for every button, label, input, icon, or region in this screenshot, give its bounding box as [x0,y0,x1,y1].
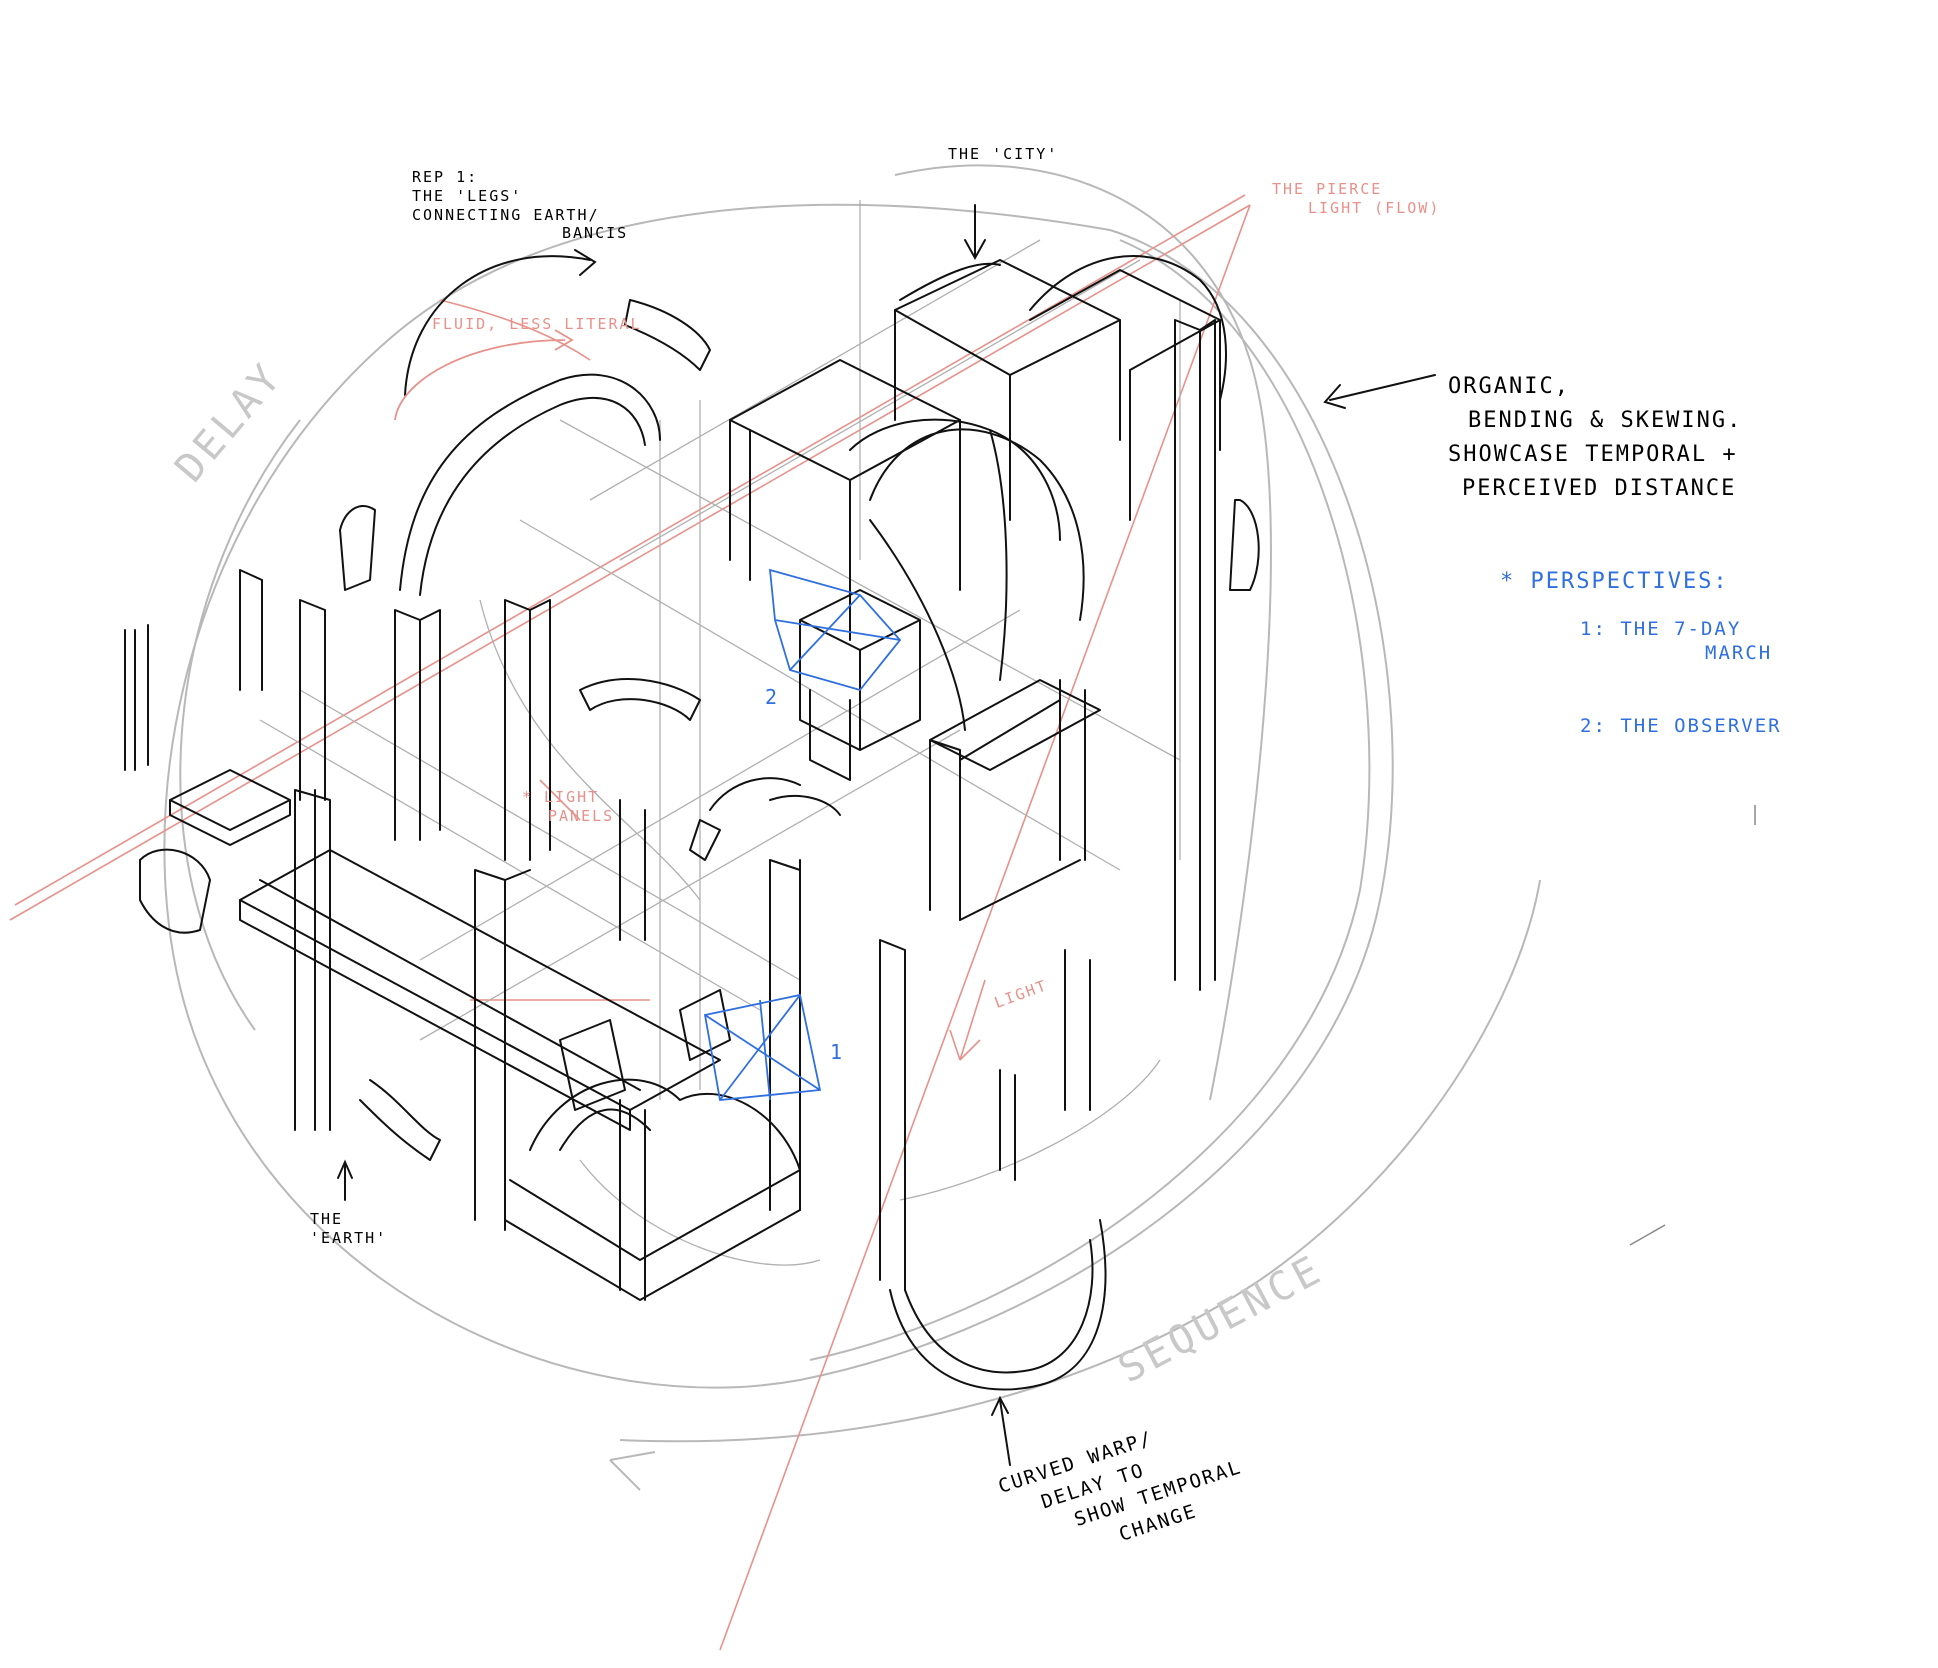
light-panels-note: * LIGHT PANELS [522,788,614,826]
fluid-note: FLUID, LESS LITERAL [432,315,642,334]
city-note: THE 'CITY' [948,145,1058,164]
pierce-note: THE PIERCE LIGHT (FLOW) [1272,180,1440,218]
perspective-1-note: 1: THE 7-DAY MARCH [1580,618,1772,666]
fluid-arrow [395,330,572,420]
stray-marks [1630,805,1755,1245]
perspectives-title: * PERSPECTIVES: [1500,568,1729,596]
warp-arrow-icon [992,1398,1010,1465]
organic-arrow-icon [1325,375,1435,408]
perspective-marker-2: 2 [765,685,779,710]
rep-note: REP 1: THE 'LEGS' CONNECTING EARTH/ BANC… [412,168,628,243]
blue-perspective-marks [705,570,900,1100]
organic-note: ORGANIC, BENDING & SKEWING. SHOWCASE TEM… [1448,370,1742,506]
perspective-2-note: 2: THE OBSERVER [1580,715,1782,739]
earth-arrow-icon [338,1162,352,1200]
perspective-marker-1: 1 [830,1040,844,1065]
earth-note: THE 'EARTH' [310,1210,387,1248]
